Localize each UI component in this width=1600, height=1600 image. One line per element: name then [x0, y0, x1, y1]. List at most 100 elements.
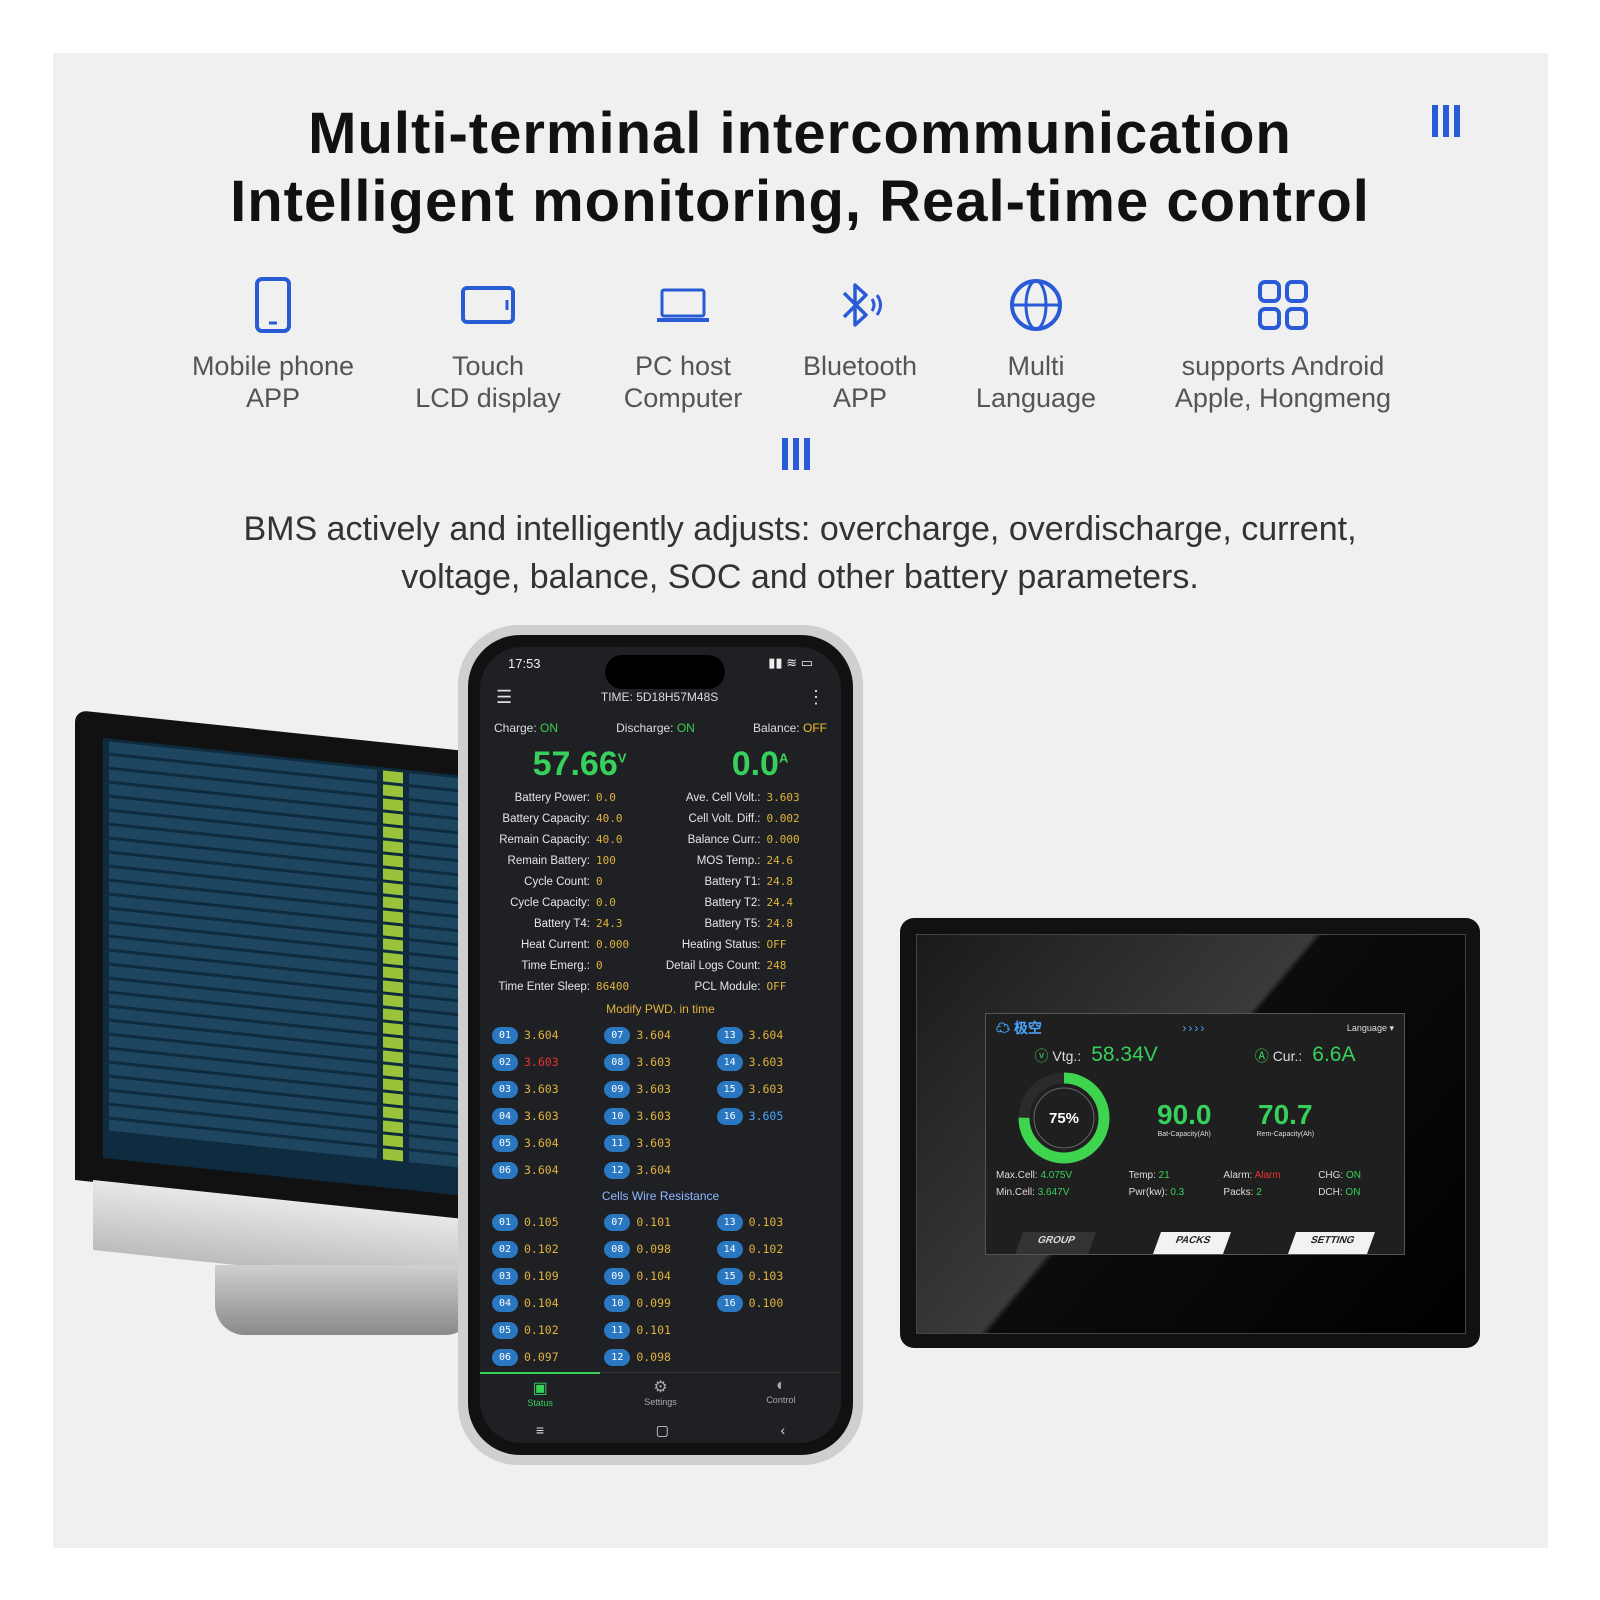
feature-label-line-2: APP	[245, 383, 301, 413]
parameter-value: 24.8	[766, 875, 794, 888]
cell-number-badge: 10	[604, 1294, 631, 1312]
language-dropdown[interactable]: Language ▾	[1347, 1023, 1394, 1034]
parameter-row: Battery Power:0.0	[490, 787, 661, 808]
alarm: Alarm: Alarm	[1223, 1170, 1318, 1181]
lcd-top-bar: ☁ 极空 ›››› Language ▾	[986, 1014, 1404, 1042]
cur-label: Cur.:	[1272, 1048, 1303, 1064]
wire-resistance-item: 08 0.098	[604, 1239, 716, 1259]
min-cell-value: 3.647V	[1037, 1187, 1070, 1198]
alarm-value: Alarm	[1254, 1170, 1281, 1181]
system-nav-bar: ≡ ▢ ‹	[480, 1422, 841, 1439]
tab-status[interactable]: ▣Status	[480, 1372, 601, 1417]
cell-number-badge: 14	[716, 1053, 743, 1071]
parameter-row: Cycle Count:0	[490, 871, 661, 892]
tab-packs[interactable]: PACKS	[1152, 1232, 1231, 1254]
cell-number-badge: 04	[492, 1107, 518, 1125]
cell-number-badge: 09	[604, 1267, 631, 1285]
max-cell: Max.Cell: 4.075V	[996, 1170, 1129, 1181]
rem-capacity-label: Rem-Capacity(Ah)	[1256, 1130, 1315, 1138]
cell-number-badge: 02	[492, 1240, 518, 1258]
cell-value: 0.104	[524, 1296, 559, 1310]
total-current: 0.0A	[732, 745, 789, 784]
parameter-row: Cycle Capacity:0.0	[490, 892, 661, 913]
balance-label: Balance:	[752, 721, 800, 735]
parameter-value: 248	[766, 959, 787, 972]
cell-number-badge: 12	[604, 1161, 631, 1179]
parameter-row: Remain Battery: 100	[490, 850, 661, 871]
cell-value: 3.604	[524, 1028, 559, 1042]
monitor-stand	[215, 1265, 475, 1335]
parameter-value: 24.4	[766, 896, 794, 909]
tab-settings[interactable]: ⚙Settings	[600, 1373, 720, 1417]
pwr-label: Pwr(kw):	[1128, 1187, 1168, 1198]
parameter-row: Cell Volt. Diff.:0.002	[661, 808, 832, 829]
cell-value: 3.603	[748, 1082, 784, 1096]
description-line-2: voltage, balance, SOC and other battery …	[401, 558, 1199, 596]
tab-control[interactable]: ◐Control	[721, 1373, 841, 1417]
parameter-row: Battery T1: 24.8	[661, 871, 832, 892]
parameter-label: Ave. Cell Volt.:	[685, 791, 761, 804]
tab-label: Settings	[644, 1397, 677, 1407]
more-options-icon[interactable]: ⋮	[807, 686, 825, 707]
modify-pwd-link[interactable]: Modify PWD. in time	[606, 1002, 715, 1016]
current-icon: Ⓐ	[1254, 1048, 1269, 1064]
current-value: 0.0	[731, 744, 779, 783]
recent-apps-icon[interactable]: ≡	[535, 1422, 544, 1438]
parameter-value: 40.0	[596, 812, 623, 825]
cell-value: 0.104	[636, 1269, 671, 1283]
parameter-label: Battery Capacity:	[502, 812, 590, 825]
voltage-icon: ⓥ	[1034, 1048, 1049, 1064]
menu-icon[interactable]: ☰	[496, 686, 513, 707]
cell-value: 0.098	[636, 1242, 671, 1256]
cloud-logo: ☁ 极空	[996, 1020, 1042, 1036]
cell-value: 0.101	[636, 1215, 671, 1229]
cell-number-badge: 10	[604, 1107, 631, 1125]
parameter-value: 0	[596, 959, 603, 972]
parameter-label: Battery T1:	[704, 875, 761, 888]
cell-voltage-item: 10 3.603	[604, 1106, 716, 1126]
min-cell-label: Min.Cell:	[996, 1187, 1035, 1198]
cell-value: 0.102	[524, 1323, 559, 1337]
home-icon[interactable]: ▢	[655, 1422, 669, 1438]
parameter-value: OFF	[766, 980, 787, 993]
back-icon[interactable]: ‹	[780, 1422, 786, 1438]
app-bar: ☰ TIME: 5D18H57M48S ⋮	[480, 679, 841, 715]
feature-label-line-1: Mobile phone	[191, 351, 355, 381]
parameter-label: Battery T5:	[704, 917, 761, 930]
cell-number-badge: 08	[604, 1240, 631, 1258]
dynamic-island	[605, 655, 725, 689]
cell-value: 0.098	[636, 1350, 671, 1364]
cell-value: 3.605	[748, 1109, 784, 1123]
feature-label-line-1: Multi	[1007, 351, 1065, 381]
tab-setting[interactable]: SETTING	[1288, 1232, 1376, 1254]
cell-value: 0.105	[524, 1215, 559, 1229]
cell-number-badge: 01	[492, 1026, 518, 1044]
cell-value: 3.603	[636, 1109, 671, 1123]
phone-status-bar: 17:53 ▮▮ ≋ ▭	[480, 647, 841, 679]
tab-group[interactable]: GROUP	[1014, 1232, 1096, 1254]
parameter-label: Remain Battery:	[507, 854, 590, 867]
description: BMS actively and intelligently adjusts: …	[100, 505, 1500, 601]
wire-resistance-title: Cells Wire Resistance	[601, 1189, 720, 1203]
parameter-value: 24.3	[596, 917, 623, 930]
cell-number-badge: 09	[604, 1080, 631, 1098]
cell-value: 0.097	[524, 1350, 559, 1364]
parameter-row: Heating Status:OFF	[661, 934, 832, 955]
app-time: TIME: 5D18H57M48S	[600, 690, 719, 704]
cell-value: 3.603	[524, 1055, 559, 1069]
rem-capacity-value: 70.7	[1258, 1098, 1313, 1130]
cell-value: 3.604	[748, 1028, 784, 1042]
parameter-value: 100	[596, 854, 616, 867]
parameter-value: 40.0	[596, 833, 623, 846]
max-cell-value: 4.075V	[1040, 1170, 1073, 1181]
wire-resistance-item: 09 0.104	[604, 1266, 716, 1286]
feature-label-line-1: Bluetooth	[802, 351, 918, 381]
